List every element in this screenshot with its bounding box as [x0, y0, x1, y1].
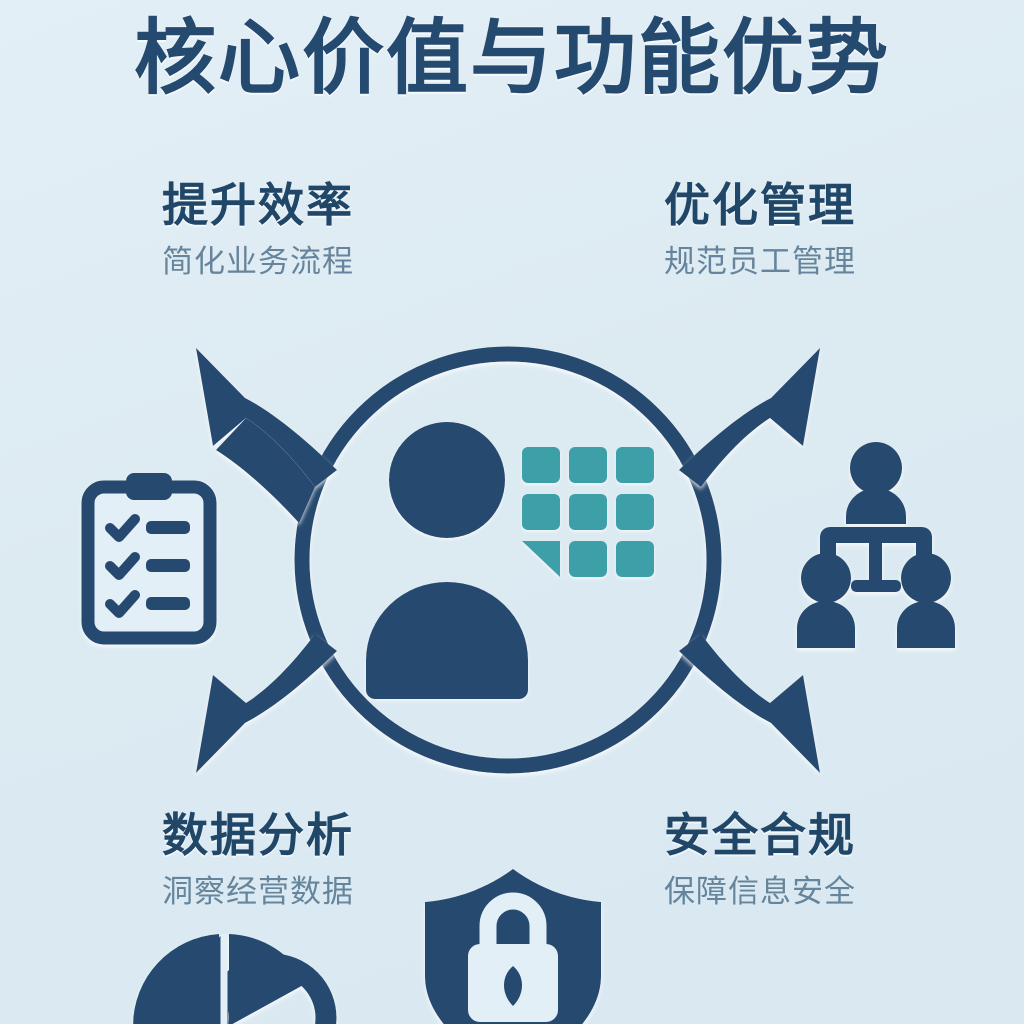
quadrant-subtitle-bottom-right: 保障信息安全 — [664, 874, 856, 909]
quadrant-title-top-right: 优化管理 — [664, 179, 856, 231]
center-person-grid-icon — [366, 422, 654, 699]
quadrant-title-top-left: 提升效率 — [162, 179, 354, 231]
person-icon — [389, 422, 505, 538]
org-chart-icon — [797, 442, 955, 648]
grid-icon — [522, 447, 654, 577]
quadrant-subtitle-top-left: 简化业务流程 — [162, 244, 354, 279]
quadrant-subtitle-top-right: 规范员工管理 — [664, 244, 856, 279]
clipboard-checklist-icon — [81, 473, 217, 645]
quadrant-title-bottom-left: 数据分析 — [162, 809, 354, 861]
quadrant-bottom-left: 数据分析 洞察经营数据 — [78, 806, 438, 912]
center-circle-ring — [294, 346, 722, 774]
arrow-down-right-icon — [679, 634, 820, 773]
quadrant-subtitle-bottom-left: 洞察经营数据 — [162, 874, 354, 909]
arrow-down-left-icon — [196, 634, 337, 773]
quadrant-title-bottom-right: 安全合规 — [664, 809, 856, 861]
arrow-up-left-icon — [196, 348, 337, 523]
pie-chart-magnifier-icon — [133, 934, 337, 1024]
shield-lock-icon — [425, 869, 601, 1024]
quadrant-top-left: 提升效率 简化业务流程 — [78, 176, 438, 282]
arrow-up-right-icon — [679, 348, 820, 487]
quadrant-top-right: 优化管理 规范员工管理 — [580, 176, 940, 282]
quadrant-bottom-right: 安全合规 保障信息安全 — [580, 806, 940, 912]
page-title: 核心价值与功能优势 — [133, 13, 890, 104]
